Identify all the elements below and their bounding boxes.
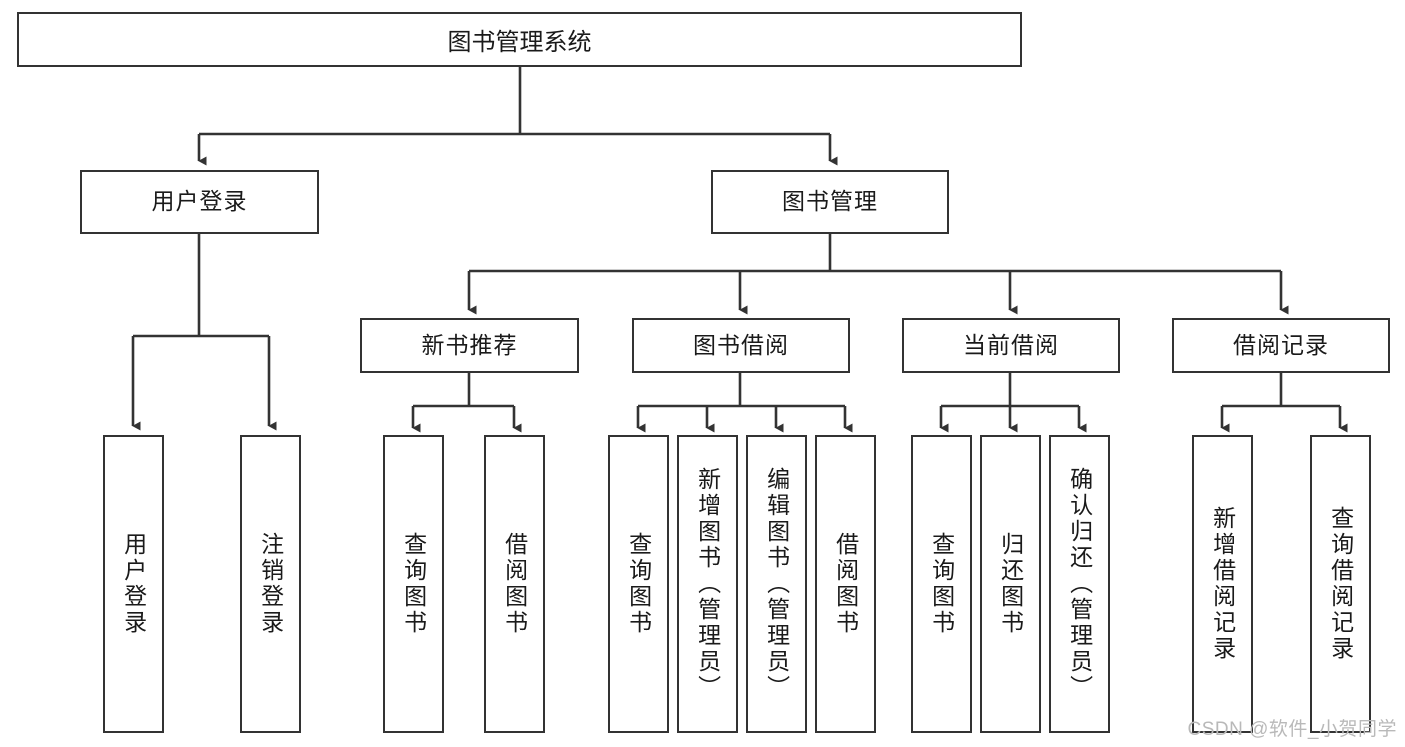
leaf-borrow-query-book[interactable]: 查询图书 [608, 435, 669, 733]
node-root-system[interactable]: 图书管理系统 [17, 12, 1022, 67]
node-book-borrow[interactable]: 图书借阅 [632, 318, 850, 373]
leaf-record-query-record[interactable]: 查询借阅记录 [1310, 435, 1371, 733]
node-label: 用户登录 [120, 532, 147, 636]
leaf-current-return-book[interactable]: 归还图书 [980, 435, 1041, 733]
node-label: 图书借阅 [693, 331, 789, 358]
node-user-login[interactable]: 用户登录 [80, 170, 319, 234]
node-label: 查询图书 [928, 532, 955, 636]
node-borrow-record[interactable]: 借阅记录 [1172, 318, 1390, 373]
node-new-book-recommend[interactable]: 新书推荐 [360, 318, 579, 373]
leaf-new-book-query[interactable]: 查询图书 [383, 435, 444, 733]
node-label: 图书管理系统 [447, 29, 592, 56]
leaf-borrow-borrow-book[interactable]: 借阅图书 [815, 435, 876, 733]
node-label: 查询借阅记录 [1327, 506, 1354, 662]
leaf-borrow-add-book-admin[interactable]: 新增图书（管理员） [677, 435, 738, 733]
node-label: 图书管理 [782, 188, 878, 215]
node-label: 编辑图书（管理员） [763, 467, 790, 701]
leaf-user-login-logout[interactable]: 注销登录 [240, 435, 301, 733]
node-book-management[interactable]: 图书管理 [711, 170, 949, 234]
csdn-watermark: CSDN @软件_小贺同学 [1187, 719, 1397, 740]
leaf-user-login-login[interactable]: 用户登录 [103, 435, 164, 733]
leaf-current-query-book[interactable]: 查询图书 [911, 435, 972, 733]
node-label: 新增借阅记录 [1209, 506, 1236, 662]
node-label: 借阅记录 [1233, 331, 1329, 358]
node-label: 借阅图书 [832, 532, 859, 636]
node-label: 确认归还（管理员） [1066, 467, 1093, 701]
leaf-new-book-borrow[interactable]: 借阅图书 [484, 435, 545, 733]
node-label: 查询图书 [625, 532, 652, 636]
node-current-borrow[interactable]: 当前借阅 [902, 318, 1120, 373]
node-label: 新书推荐 [421, 331, 518, 358]
node-label: 用户登录 [151, 188, 248, 215]
node-label: 当前借阅 [963, 331, 1059, 358]
node-label: 借阅图书 [501, 532, 528, 636]
leaf-borrow-edit-book-admin[interactable]: 编辑图书（管理员） [746, 435, 807, 733]
leaf-current-confirm-return-admin[interactable]: 确认归还（管理员） [1049, 435, 1110, 733]
node-label: 查询图书 [400, 532, 427, 636]
leaf-record-add-record[interactable]: 新增借阅记录 [1192, 435, 1253, 733]
node-label: 注销登录 [257, 532, 284, 636]
node-label: 新增图书（管理员） [694, 467, 721, 701]
node-label: 归还图书 [997, 532, 1024, 636]
